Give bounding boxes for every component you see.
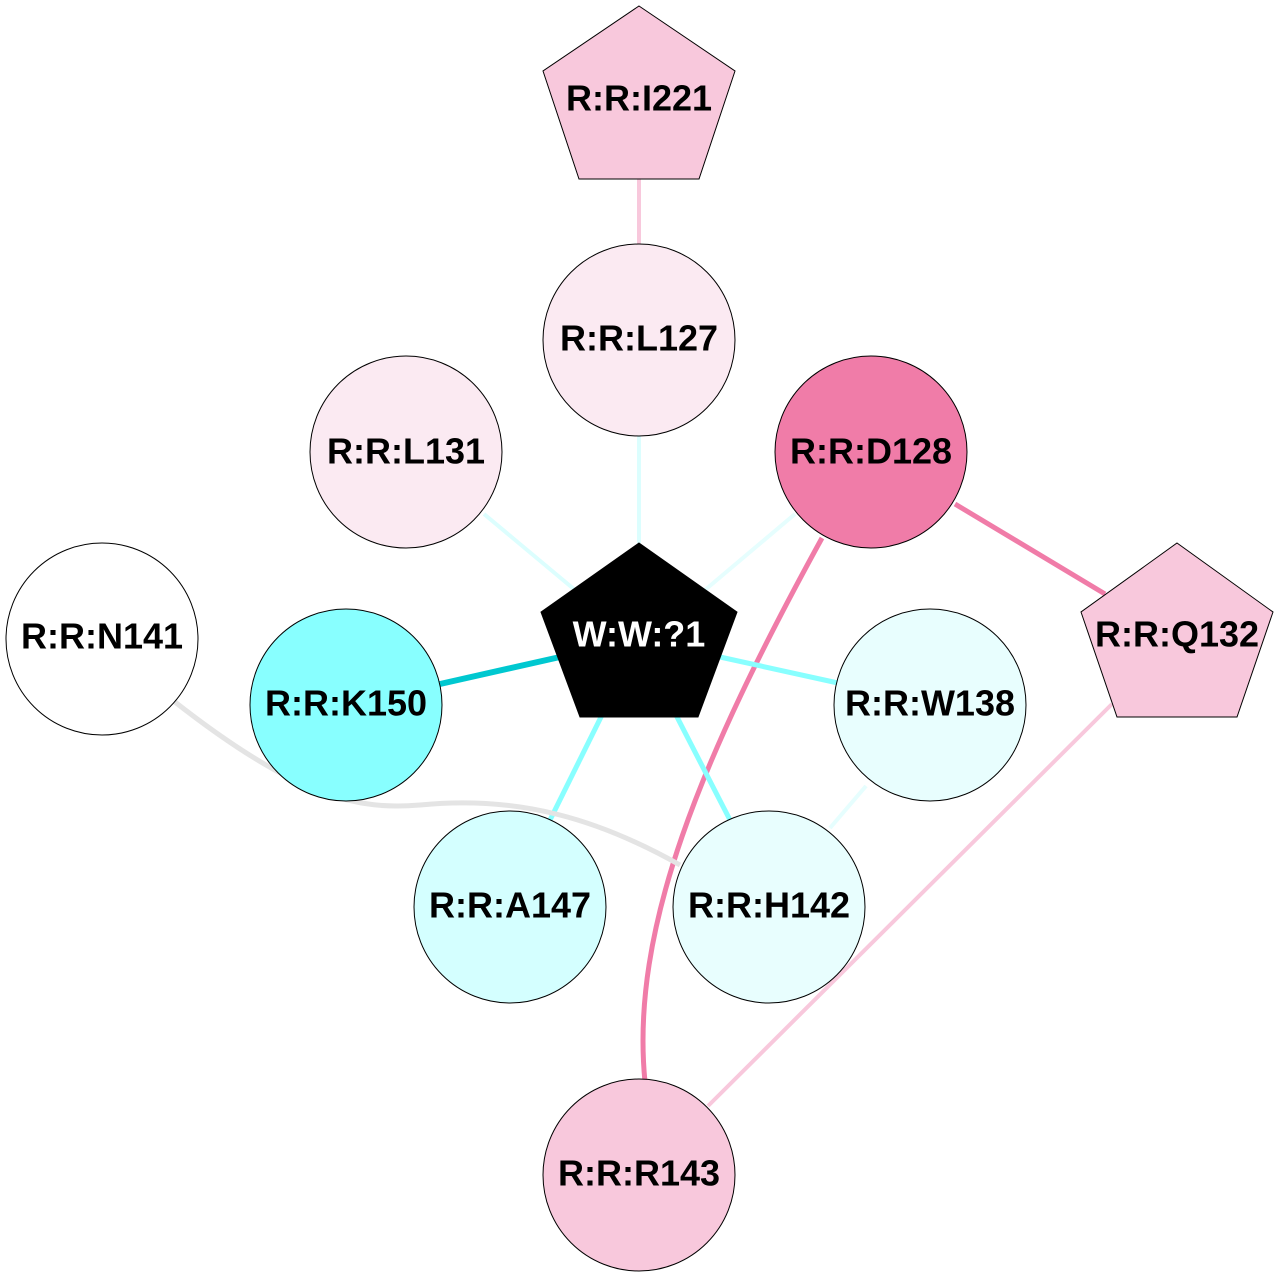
edge-W138-H142 [828,784,868,830]
edge-L131-W1 [482,512,577,592]
node-label: R:R:H142 [688,885,850,926]
circle-shape [249,608,443,802]
node-label: R:R:I221 [566,78,712,119]
edge-W1-A147 [547,713,605,822]
node-label: W:W:?1 [573,614,706,655]
edge-D128-R143 [640,536,825,1083]
edge-W1-W138 [719,654,839,686]
node-L127[interactable]: R:R:L127 [542,243,736,437]
node-label: R:R:W138 [845,683,1015,724]
pentagon-shape [1080,542,1274,718]
node-H142[interactable]: R:R:H142 [672,810,866,1004]
pentagon-shape [540,542,738,718]
node-label: R:R:R143 [558,1153,720,1194]
node-W138[interactable]: R:R:W138 [833,608,1027,802]
circle-shape [542,1078,736,1272]
node-K150[interactable]: R:R:K150 [249,608,443,802]
edge-K150-W1 [439,654,561,687]
circle-shape [833,608,1027,802]
circle-shape [542,243,736,437]
node-D128[interactable]: R:R:D128 [774,355,968,549]
node-I221[interactable]: R:R:I221 [542,5,736,180]
circle-shape [309,355,503,549]
node-W1[interactable]: W:W:?1 [540,542,738,718]
node-Q132[interactable]: R:R:Q132 [1080,542,1274,718]
edge-D128-Q132 [953,501,1107,597]
edge-W1-H142 [673,713,733,822]
node-L131[interactable]: R:R:L131 [309,355,503,549]
node-label: R:R:K150 [265,683,427,724]
node-label: R:R:L131 [327,431,485,472]
circle-shape [672,810,866,1004]
node-N141[interactable]: R:R:N141 [5,542,199,736]
node-label: R:R:Q132 [1095,614,1259,655]
edge-Q132-R143 [706,702,1114,1108]
pentagon-shape [542,5,736,180]
node-label: R:R:D128 [790,431,952,472]
circle-shape [413,810,607,1004]
node-label: R:R:A147 [429,885,591,926]
node-label: R:R:N141 [21,616,183,657]
circle-shape [774,355,968,549]
node-A147[interactable]: R:R:A147 [413,810,607,1004]
edge-D128-W1 [703,512,797,592]
circle-shape [5,542,199,736]
node-label: R:R:L127 [560,318,718,359]
node-R143[interactable]: R:R:R143 [542,1078,736,1272]
